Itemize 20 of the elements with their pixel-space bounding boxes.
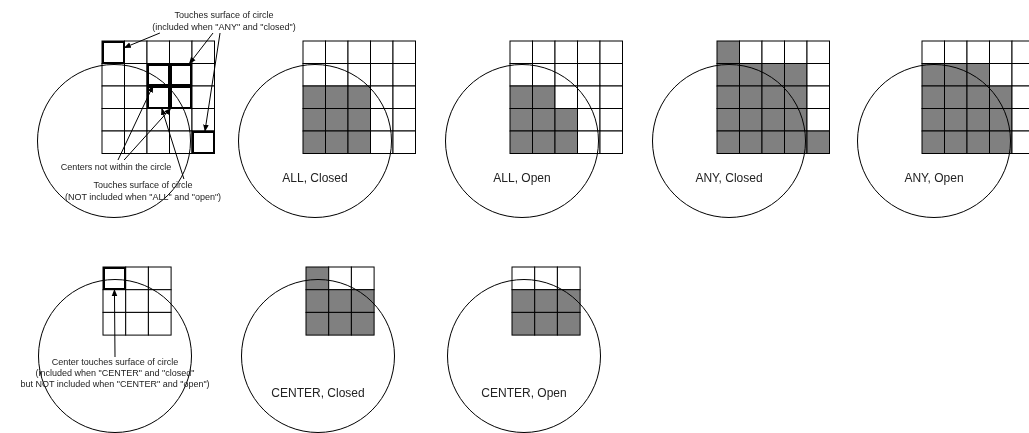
highlighted-grid-square (192, 131, 215, 154)
circle-label: ALL, Open (493, 171, 551, 185)
leader-arrow (161, 107, 185, 180)
leader-arrow (117, 85, 154, 161)
leader-arrow (123, 32, 161, 49)
highlighted-grid-square (102, 41, 125, 64)
leader-arrow (111, 289, 118, 358)
leader-arrow (188, 32, 214, 65)
circle-label: ALL, Closed (282, 171, 348, 185)
highlighted-grid-square (103, 267, 126, 290)
annotation-text: Centers not within the circle (51, 161, 181, 173)
circle-label: CENTER, Open (481, 386, 567, 400)
circle-label: CENTER, Closed (271, 386, 365, 400)
circle-label: ANY, Open (904, 171, 964, 185)
leader-arrow (123, 108, 172, 161)
annotation-text: Touches surface of circle (174, 9, 274, 21)
leader-arrow (203, 32, 221, 132)
circle-label: ANY, Closed (695, 171, 763, 185)
annotation-text: Center touches surface of circle (51, 357, 179, 368)
annotation-text: (included when "ANY" and "closed") (152, 21, 296, 33)
